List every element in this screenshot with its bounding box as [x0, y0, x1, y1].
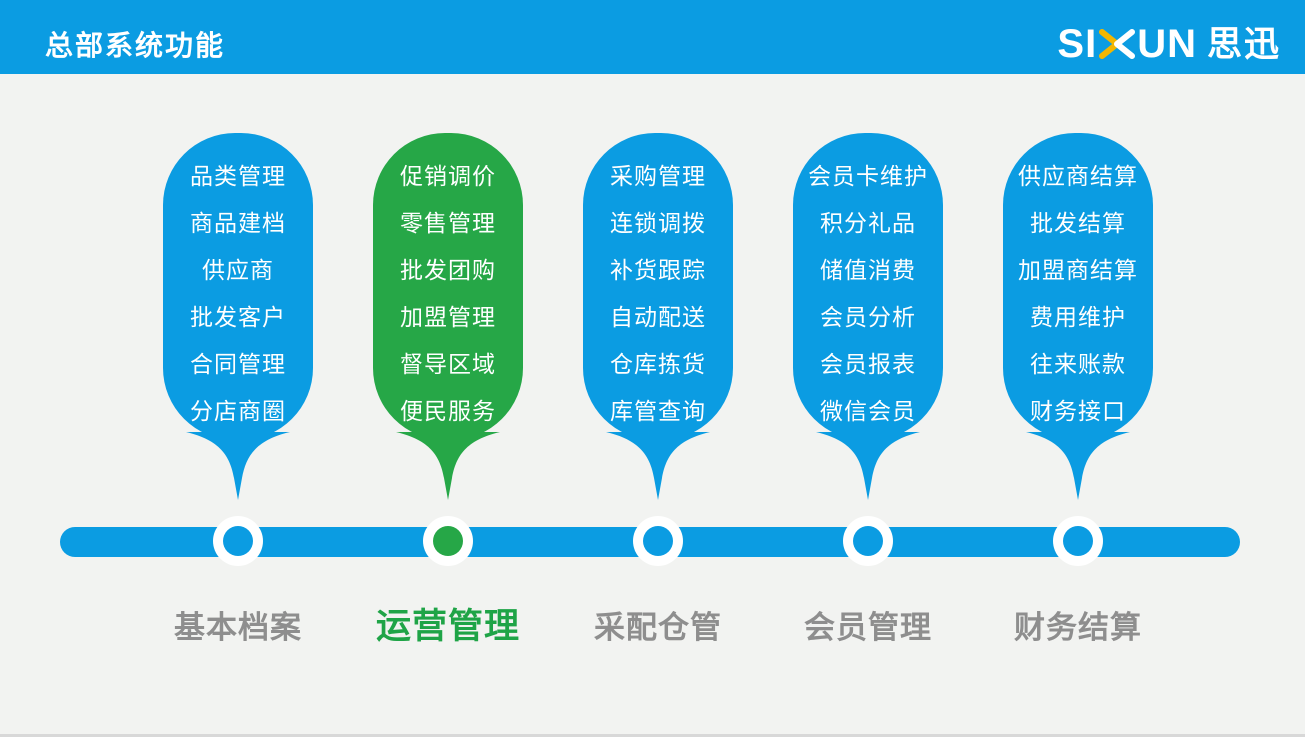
bubble-item: 自动配送 — [610, 304, 706, 330]
timeline-dot — [633, 516, 683, 566]
stage-column-basic-archives: 品类管理 商品建档 供应商 批发客户 合同管理 分店商圈 — [163, 133, 313, 500]
logo-text-un: UN — [1137, 22, 1197, 66]
bubble-item: 加盟管理 — [400, 304, 496, 330]
logo-x-icon — [1099, 29, 1136, 59]
timeline-dot-inner — [643, 526, 673, 556]
bubble-item: 财务接口 — [1030, 398, 1126, 424]
logo-text-si: SI — [1057, 22, 1098, 66]
bubble-item: 会员卡维护 — [808, 163, 928, 189]
bubble-item: 仓库拣货 — [610, 351, 706, 377]
stage-column-operations: 促销调价 零售管理 批发团购 加盟管理 督导区域 便民服务 — [373, 133, 523, 500]
page-title: 总部系统功能 — [45, 30, 226, 61]
bubble-item: 加盟商结算 — [1018, 257, 1138, 283]
stage-column-membership: 会员卡维护 积分礼品 储值消费 会员分析 会员报表 微信会员 — [793, 133, 943, 500]
bubble-item: 会员分析 — [820, 304, 916, 330]
bubble-item: 补货跟踪 — [610, 257, 706, 283]
feature-bubble: 采购管理 连锁调拨 补货跟踪 自动配送 仓库拣货 库管查询 — [583, 133, 733, 440]
bubble-item: 供应商 — [202, 257, 274, 283]
timeline-dot — [1053, 516, 1103, 566]
bubble-item: 会员报表 — [820, 351, 916, 377]
bubble-item: 合同管理 — [190, 351, 286, 377]
stage-label: 会员管理 — [804, 610, 932, 645]
timeline-dot-inner — [223, 526, 253, 556]
timeline-dot-inner — [853, 526, 883, 556]
bubble-item: 零售管理 — [400, 210, 496, 236]
feature-bubble: 促销调价 零售管理 批发团购 加盟管理 督导区域 便民服务 — [373, 133, 523, 440]
bubble-item: 分店商圈 — [190, 398, 286, 424]
bottom-rule-line — [0, 734, 1305, 737]
timeline-dot-inner — [1063, 526, 1093, 556]
bubble-tail-icon — [816, 432, 920, 500]
bubble-item: 往来账款 — [1030, 351, 1126, 377]
bubble-item: 促销调价 — [400, 163, 496, 189]
bubble-tail-icon — [396, 432, 500, 500]
bubble-item: 采购管理 — [610, 163, 706, 189]
stage-column-purchasing-warehouse: 采购管理 连锁调拨 补货跟踪 自动配送 仓库拣货 库管查询 — [583, 133, 733, 500]
bubble-tail-icon — [1026, 432, 1130, 500]
stage-label: 采配仓管 — [594, 610, 722, 645]
bubble-item: 连锁调拨 — [610, 210, 706, 236]
bubble-item: 品类管理 — [190, 163, 286, 189]
timeline-dot — [213, 516, 263, 566]
header-bar: 总部系统功能 SI UN 思迅 — [0, 0, 1305, 74]
bubble-item: 批发客户 — [190, 304, 286, 330]
bubble-item: 费用维护 — [1030, 304, 1126, 330]
logo-text-cjk: 思迅 — [1206, 24, 1281, 64]
bubble-item: 库管查询 — [610, 398, 706, 424]
bubble-item: 商品建档 — [190, 210, 286, 236]
bubble-item: 便民服务 — [400, 398, 496, 424]
feature-bubble: 会员卡维护 积分礼品 储值消费 会员分析 会员报表 微信会员 — [793, 133, 943, 440]
bubble-item: 批发团购 — [400, 257, 496, 283]
bubble-item: 微信会员 — [820, 398, 916, 424]
sixun-logo: SI UN 思迅 — [1057, 24, 1281, 64]
bubble-tail-icon — [606, 432, 710, 500]
bubble-item: 批发结算 — [1030, 210, 1126, 236]
bubble-item: 储值消费 — [820, 257, 916, 283]
stage-label: 运营管理 — [375, 607, 520, 646]
stage-label: 财务结算 — [1014, 610, 1142, 645]
stage-column-finance: 供应商结算 批发结算 加盟商结算 费用维护 往来账款 财务接口 — [1003, 133, 1153, 500]
timeline-dot-inner — [433, 526, 463, 556]
bubble-item: 供应商结算 — [1018, 163, 1138, 189]
stage-label: 基本档案 — [174, 610, 302, 645]
bubble-item: 积分礼品 — [820, 210, 916, 236]
feature-bubble: 品类管理 商品建档 供应商 批发客户 合同管理 分店商圈 — [163, 133, 313, 440]
bubble-tail-icon — [186, 432, 290, 500]
bottom-white-strip — [0, 737, 1305, 739]
timeline-dot — [423, 516, 473, 566]
timeline-dot — [843, 516, 893, 566]
feature-bubble: 供应商结算 批发结算 加盟商结算 费用维护 往来账款 财务接口 — [1003, 133, 1153, 440]
bubble-item: 督导区域 — [400, 351, 496, 377]
